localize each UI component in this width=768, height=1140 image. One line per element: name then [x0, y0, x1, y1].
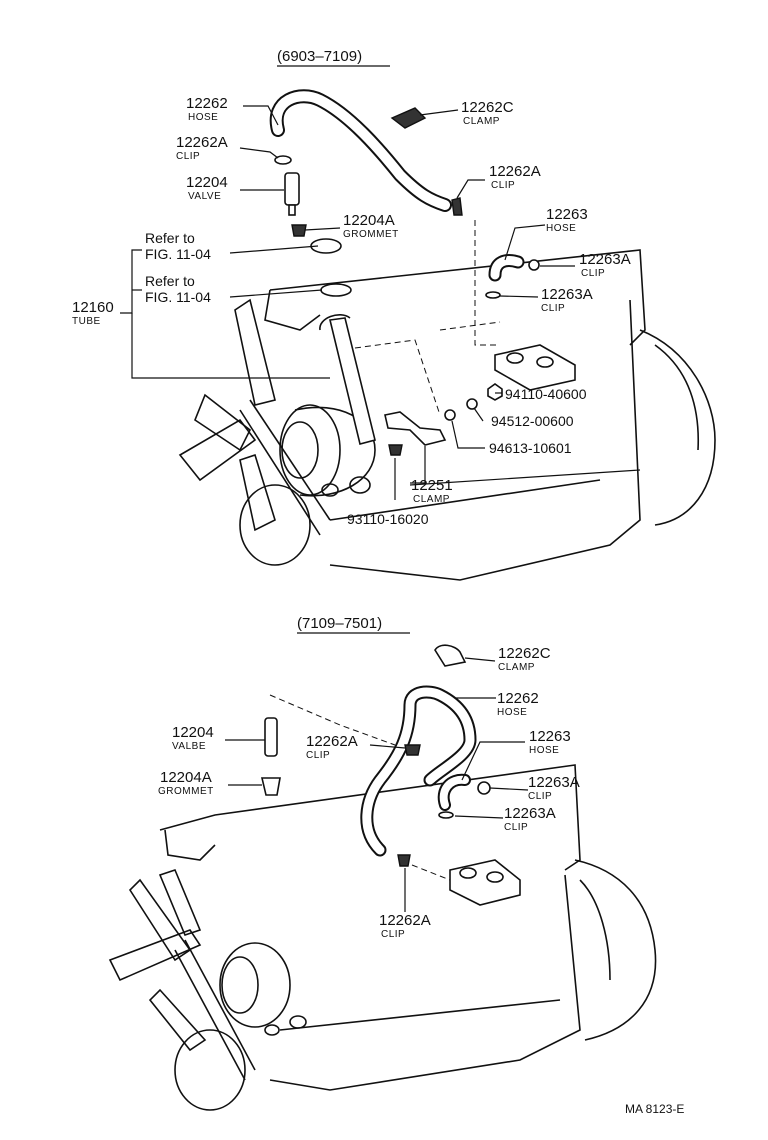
valve-tip: [288, 204, 296, 216]
bolt-93110: [388, 444, 403, 456]
carb-port-lower-1: [459, 867, 477, 879]
clamp-12262c-lower: [434, 644, 467, 667]
label-12204-lower-sub: VALBE: [172, 741, 206, 752]
footer-code: MA 8123-E: [625, 1102, 684, 1116]
carb-port-lower-2: [486, 871, 504, 883]
label-12263a-1-sub: CLIP: [581, 268, 605, 279]
label-12204-lower: 12204: [172, 724, 214, 741]
label-12263: 12263: [546, 206, 588, 223]
engine-illustration-upper: [178, 249, 716, 581]
label-12262-lower-sub: HOSE: [497, 707, 527, 718]
label-12262c-sub: CLAMP: [463, 116, 500, 127]
grommet-12204a-lower: [260, 777, 281, 796]
label-12263a-1: 12263A: [579, 251, 631, 268]
clip-12262a-right: [451, 197, 463, 216]
label-12263a-2-sub: CLIP: [541, 303, 565, 314]
carb-port-1: [506, 352, 524, 364]
clip-12262a-lower-1: [404, 744, 421, 756]
label-12262a-lower-1: 12262A: [306, 733, 358, 750]
label-12263-sub: HOSE: [546, 223, 576, 234]
ref-text-2-line2: FIG. 11-04: [145, 289, 211, 305]
label-12263a-lower-1-sub: CLIP: [528, 791, 552, 802]
hose-12263-lower: [439, 775, 469, 809]
label-12204a-lower-sub: GROMMET: [158, 786, 214, 797]
ref-text-1-line1: Refer to: [145, 230, 195, 246]
label-12262a: 12262A: [176, 134, 228, 151]
clip-12263a-1: [528, 259, 540, 271]
label-94110-40600: 94110-40600: [505, 386, 587, 402]
section-title-upper: (6903–7109): [277, 48, 362, 65]
label-12262a-sub: CLIP: [176, 151, 200, 162]
label-12262a-lower-2-sub: CLIP: [381, 929, 405, 940]
label-12263a-lower-1: 12263A: [528, 774, 580, 791]
label-12204a-sub: GROMMET: [343, 229, 399, 240]
clip-12262a-lower-2: [397, 854, 411, 867]
label-12204: 12204: [186, 174, 228, 191]
label-12262c-lower: 12262C: [498, 645, 551, 662]
label-12262-lower: 12262: [497, 690, 539, 707]
label-12262-sub: HOSE: [188, 112, 218, 123]
label-12263a-lower-2-sub: CLIP: [504, 822, 528, 833]
grommet-ring-2: [320, 283, 352, 297]
label-12251: 12251: [411, 477, 453, 494]
clip-12262a: [274, 155, 292, 165]
washer-94613: [444, 409, 456, 421]
label-12262a-right: 12262A: [489, 163, 541, 180]
tube-12160: [329, 317, 376, 445]
clamp-12262c: [390, 107, 427, 129]
label-12160: 12160: [72, 299, 114, 316]
label-94512-00600: 94512-00600: [491, 413, 574, 429]
label-93110-16020: 93110-16020: [347, 511, 429, 527]
label-12263-lower-sub: HOSE: [529, 745, 559, 756]
label-12204a-lower: 12204A: [160, 769, 212, 786]
clip-12263a-2: [485, 291, 501, 299]
label-12263a-lower-2: 12263A: [504, 805, 556, 822]
clip-12263a-lower-1: [477, 781, 491, 795]
label-12262a-right-sub: CLIP: [491, 180, 515, 191]
carb-port-2: [536, 356, 554, 368]
label-12160-sub: TUBE: [72, 316, 101, 327]
label-12262: 12262: [186, 95, 228, 112]
washer-94512: [466, 398, 478, 410]
tube-elbow: [319, 314, 351, 331]
label-94613-10601: 94613-10601: [489, 440, 572, 456]
carburetor-base: [494, 344, 576, 391]
label-12263a-2: 12263A: [541, 286, 593, 303]
nut-94110: [487, 383, 503, 401]
hose-12262-lower: [362, 687, 475, 855]
clamp-12251: [384, 411, 447, 446]
label-12262a-lower-2: 12262A: [379, 912, 431, 929]
label-12262c: 12262C: [461, 99, 514, 116]
ref-text-1-line2: FIG. 11-04: [145, 246, 211, 262]
section-title-lower: (7109–7501): [297, 615, 382, 632]
valve-12204-lower: [264, 717, 278, 757]
hose-12262: [271, 91, 450, 210]
label-12262a-lower-1-sub: CLIP: [306, 750, 330, 761]
clip-12263a-lower-2: [438, 811, 454, 819]
engine-illustration-lower: [108, 764, 657, 1111]
label-12262c-lower-sub: CLAMP: [498, 662, 535, 673]
valve-12204: [284, 172, 300, 206]
label-12263-lower: 12263: [529, 728, 571, 745]
label-12251-sub: CLAMP: [413, 494, 450, 505]
label-12204-sub: VALVE: [188, 191, 221, 202]
grommet-12204a: [291, 224, 307, 237]
label-12204a: 12204A: [343, 212, 395, 229]
carburetor-base-lower: [449, 859, 521, 906]
ref-text-2-line1: Refer to: [145, 273, 195, 289]
hose-12263: [490, 256, 523, 280]
